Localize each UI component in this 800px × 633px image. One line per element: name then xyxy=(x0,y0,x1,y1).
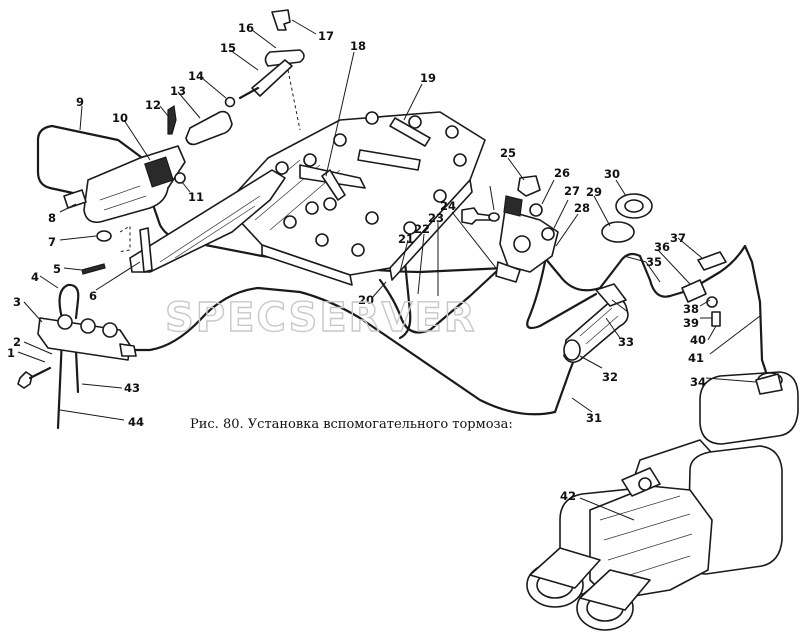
ring-29 xyxy=(601,221,635,243)
washer-7 xyxy=(96,230,112,242)
callout-24: 24 xyxy=(440,199,456,213)
callout-28: 28 xyxy=(574,201,590,215)
callout-21: 21 xyxy=(398,232,414,246)
callout-5: 5 xyxy=(53,262,61,276)
pipe-network xyxy=(36,124,770,430)
callout-23: 23 xyxy=(428,211,444,225)
pipe-44 xyxy=(56,336,64,430)
pipe-4-loop xyxy=(58,283,80,320)
cylinder-head-19 xyxy=(224,111,486,286)
figure-caption: Рис. 80. Установка вспомогательного торм… xyxy=(190,417,513,432)
pin-5 xyxy=(81,263,106,275)
callout-29: 29 xyxy=(586,185,602,199)
callout-15: 15 xyxy=(220,41,236,55)
callout-6: 6 xyxy=(89,289,97,303)
callout-17: 17 xyxy=(318,29,334,43)
pin-6 xyxy=(139,227,153,273)
rod-15-assembly xyxy=(238,49,305,131)
coupling-36 xyxy=(681,279,707,303)
leader-lines xyxy=(17,19,761,521)
callout-18: 18 xyxy=(350,39,366,53)
callout-10: 10 xyxy=(112,111,128,125)
callout-43: 43 xyxy=(124,381,140,395)
callout-12: 12 xyxy=(145,98,161,112)
cap-25 xyxy=(517,175,541,197)
head-bolts xyxy=(243,111,467,257)
callout-4: 4 xyxy=(31,270,39,284)
callout-19: 19 xyxy=(420,71,436,85)
sleeve-13 xyxy=(185,110,233,146)
bolt-12 xyxy=(167,104,177,135)
washer-14 xyxy=(224,96,236,108)
callout-38: 38 xyxy=(683,302,699,316)
callout-30: 30 xyxy=(604,167,620,181)
callout-32: 32 xyxy=(602,370,618,384)
bolt-39 xyxy=(711,311,721,327)
air-cylinder-10 xyxy=(63,145,186,224)
bolt-17 xyxy=(271,9,291,31)
callout-13: 13 xyxy=(170,84,186,98)
callout-42: 42 xyxy=(560,489,576,503)
callout-22: 22 xyxy=(414,222,430,236)
callout-11: 11 xyxy=(188,190,204,204)
callout-26: 26 xyxy=(554,166,570,180)
pipe-31 xyxy=(126,286,580,416)
pipe-9 xyxy=(36,124,147,197)
ring-26 xyxy=(529,203,543,217)
callout-40: 40 xyxy=(690,333,706,347)
callout-3: 3 xyxy=(13,295,21,309)
fitting-34 xyxy=(755,373,783,395)
lever-arm-6 xyxy=(129,169,286,273)
washer-38 xyxy=(706,296,718,308)
pipe-35 xyxy=(543,244,770,380)
callout-27: 27 xyxy=(564,184,580,198)
callout-1: 1 xyxy=(7,346,15,360)
cable-20-24 xyxy=(378,268,500,334)
pipe-28 xyxy=(526,244,598,330)
control-valve-27 xyxy=(495,195,559,283)
callout-41: 41 xyxy=(688,351,704,365)
watermark-text: SPECSERVER xyxy=(165,295,477,341)
callout-37: 37 xyxy=(670,231,686,245)
callout-35: 35 xyxy=(646,255,662,269)
callout-39: 39 xyxy=(683,316,699,330)
washer-2 xyxy=(488,212,500,222)
clip-37 xyxy=(697,251,727,271)
nut-11 xyxy=(174,172,186,184)
callout-7: 7 xyxy=(48,235,56,249)
callout-14: 14 xyxy=(188,69,204,83)
callout-44: 44 xyxy=(128,415,144,429)
callout-16: 16 xyxy=(238,21,254,35)
callout-20: 20 xyxy=(358,293,374,307)
callout-labels: 1 2 3 4 5 6 7 8 9 10 11 12 13 14 15 16 1… xyxy=(7,21,706,503)
callout-34: 34 xyxy=(690,375,706,389)
valve-block-3 xyxy=(37,314,137,361)
callout-33: 33 xyxy=(618,335,634,349)
callout-36: 36 xyxy=(654,240,670,254)
callout-25: 25 xyxy=(500,146,516,160)
callout-31: 31 xyxy=(586,411,602,425)
hose-fitting-33 xyxy=(563,283,629,364)
callout-8: 8 xyxy=(48,211,56,225)
callout-2: 2 xyxy=(13,335,21,349)
callout-9: 9 xyxy=(76,95,84,109)
cable-23 xyxy=(398,260,412,340)
